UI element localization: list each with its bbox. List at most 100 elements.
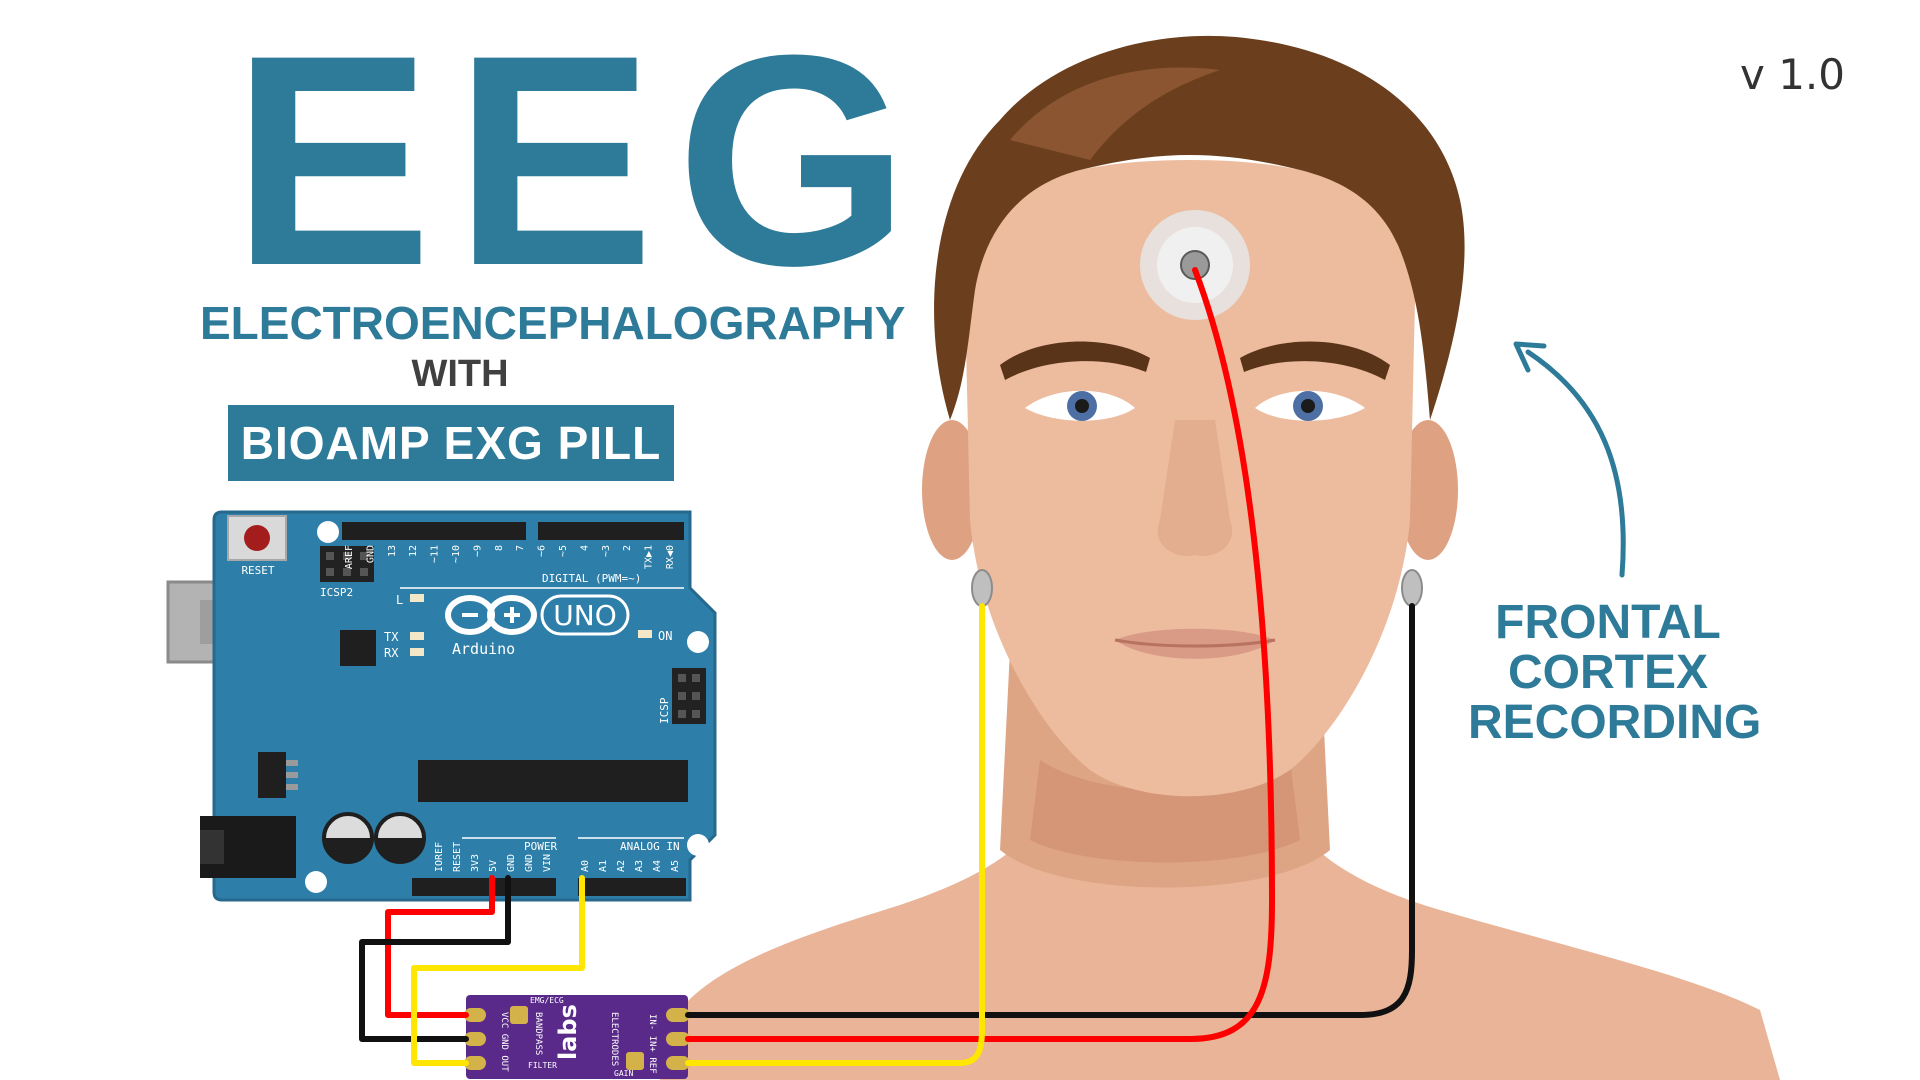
left-eye [1025,390,1135,421]
pill-filter: FILTER [528,1061,557,1070]
mouth [1115,628,1275,659]
atmega-chip [418,760,688,802]
bottom-pin-labels: IOREF RESET 3V3 5V GND GND VIN A0 A1 A2 A3 A4 A5 [434,842,681,872]
power-label: POWER [524,840,557,853]
digital-header-right [538,522,684,540]
pin-label: GND [524,854,535,872]
mount-hole [317,521,339,543]
mount-hole [687,834,709,856]
pin-label: A5 [670,860,681,872]
pin-label: GND [365,545,376,563]
pin-label: 13 [387,545,398,557]
right-eye [1255,390,1365,421]
left-eyebrow [1000,341,1150,380]
pill-gain: GAIN [614,1069,633,1078]
pin-label: A1 [598,860,609,872]
pin-label: ~3 [601,545,612,557]
pin-label: ~10 [451,545,462,563]
product-name: BIOAMP EXG PILL [240,417,662,469]
pin-label: ~11 [430,545,441,563]
pin-label: 4 [579,545,590,551]
pin-label: AREF [344,545,355,569]
pin-label: VIN [542,854,553,872]
analog-label: ANALOG IN [620,840,680,853]
human-figure [660,35,1780,1080]
annotation-line-1: FRONTAL [1495,596,1721,649]
analog-header [578,878,686,896]
annotation-line-3: RECORDING [1468,696,1762,749]
wire-gnd-black [359,875,511,1042]
right-eyebrow [1240,341,1390,380]
pin-label: RX◀0 [665,545,676,569]
pill-left-pins: VCC GND OUT [499,1012,509,1072]
product-banner: BIOAMP EXG PILL [228,405,674,481]
pill-right-pads [666,1008,690,1070]
hair-highlight [1010,67,1220,160]
arrowhead-icon [1513,341,1547,373]
right-ear [1398,420,1458,560]
led-rx-label: RX [384,646,399,660]
voltage-regulator [258,752,298,798]
annotation-line-2: CORTEX [1507,646,1708,699]
pill-electrodes: ELECTRODES [609,1012,619,1066]
icsp-label: ICSP [658,697,671,724]
led-tx-label: TX [384,630,399,644]
pill-mode: EMG/ECG [530,996,564,1005]
right-ear-clip [1401,569,1423,607]
version-label: v 1.0 [1740,50,1845,99]
capacitor [374,812,426,864]
pin-label: GND [506,854,517,872]
wire-in-minus-black [685,603,1415,1018]
nose [1157,420,1233,556]
mount-hole [687,631,709,653]
icsp2-label: ICSP2 [320,586,353,599]
pin-label: A2 [616,860,627,872]
led-on [638,630,652,638]
pin-label: RESET [452,842,463,872]
led-l [410,594,424,602]
pin-label: TX▶1 [644,545,655,569]
pin-label: 5V [488,860,499,872]
mouth-line [1114,638,1276,648]
recording-annotation: FRONTAL CORTEX RECORDING [1468,596,1762,749]
pill-right-pins: IN- IN+ REF [647,1014,657,1074]
wires [359,267,1415,1066]
connector-word: WITH [411,353,509,395]
arduino-logo: UNO Arduino [445,594,630,658]
digital-label: DIGITAL (PWM=~) [542,572,641,585]
annotation-arrow [1513,341,1626,578]
pin-label: 3V3 [470,854,481,872]
forehead-electrode [1140,210,1250,320]
pin-label: IOREF [434,842,445,872]
digital-header-left [342,522,526,540]
icsp2-header [320,546,374,582]
usb-chip [340,630,376,666]
led-rx [410,648,424,656]
reset-label: RESET [241,564,274,577]
pin-label: ~6 [537,545,548,557]
icsp-header [672,668,706,724]
pill-filter-jumper [510,1006,528,1024]
pin-label: 2 [622,545,633,551]
left-ear-clip [971,569,993,607]
bioamp-exg-pill: labs VCC GND OUT BANDPASS FILTER EMG/ECG… [464,995,690,1079]
pill-left-pads [464,1008,486,1070]
pin-label: A0 [580,860,591,872]
pin-label: ~9 [472,545,483,557]
pin-label: A4 [652,860,663,872]
power-header [412,878,556,896]
led-on-label: ON [658,629,672,643]
pin-label: A3 [634,860,645,872]
board-outline [212,510,717,902]
pill-bandpass: BANDPASS [533,1012,543,1055]
pin-label: ~5 [558,545,569,557]
arduino-name: Arduino [452,640,515,658]
wire-a0-yellow [411,875,585,1066]
led-tx [410,632,424,640]
pin-label: 8 [494,545,505,551]
pill-gain-jumper [626,1052,644,1070]
pin-label: 7 [515,545,526,551]
